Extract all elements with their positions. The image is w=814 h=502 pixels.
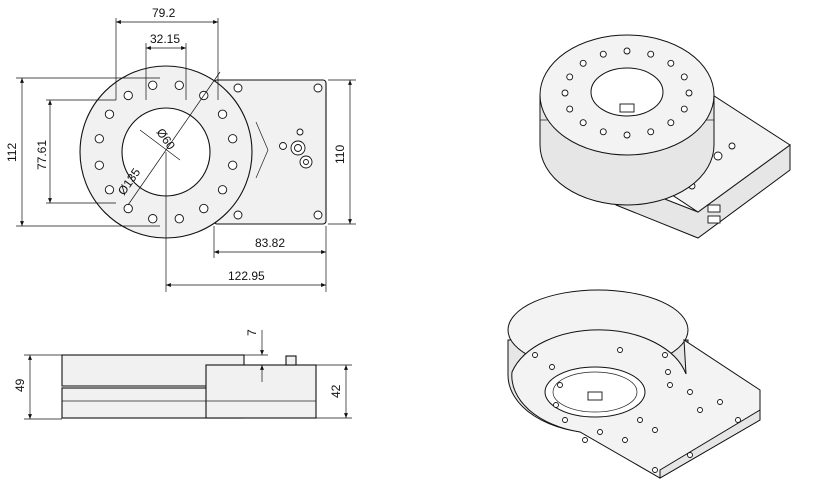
- ring-hole: [599, 128, 607, 136]
- ring-hole: [647, 128, 655, 136]
- ring-hole: [217, 109, 228, 119]
- plate-hole: [697, 407, 703, 413]
- ring-hole: [104, 185, 115, 195]
- plate-hole: [652, 467, 658, 473]
- ring-hole: [579, 59, 587, 67]
- plate-hole: [665, 369, 671, 375]
- ring-hole: [148, 80, 158, 90]
- ring-hole: [685, 89, 693, 97]
- top-view-bracket: [255, 121, 269, 179]
- ring-hole: [94, 134, 104, 144]
- dim-122-95: 122.95: [228, 269, 265, 283]
- ring-hole: [199, 203, 209, 214]
- ring-hole: [123, 90, 133, 101]
- plate-hole: [687, 389, 693, 395]
- ring-hole: [623, 47, 631, 55]
- ring-hole: [104, 109, 115, 119]
- side-view-box: [205, 364, 317, 419]
- ring-hole: [623, 131, 631, 139]
- ring-hole: [174, 80, 184, 90]
- ring-hole: [561, 89, 569, 97]
- dim-32-15: 32.15: [150, 32, 180, 46]
- dim-42: 42: [329, 384, 343, 398]
- plate-hole: [717, 399, 723, 405]
- ring-hole: [123, 203, 133, 214]
- iso-bottom-holes: [532, 347, 741, 473]
- plate-hole: [735, 417, 741, 423]
- ring-hole: [217, 185, 228, 195]
- ring-hole: [228, 134, 238, 144]
- dim-49: 49: [13, 378, 27, 392]
- plate-hole: [557, 382, 563, 388]
- ring-hole: [667, 59, 675, 67]
- plate-hole: [582, 437, 588, 443]
- ring-hole: [667, 119, 675, 127]
- ring-hole: [680, 105, 688, 113]
- plate-hole: [622, 437, 628, 443]
- top-view-box-holes: [233, 83, 323, 220]
- dim-79-2: 79.2: [152, 6, 176, 20]
- ring-hole: [148, 214, 158, 224]
- ring-hole: [174, 214, 184, 224]
- ring-hole: [566, 73, 574, 81]
- dim-7: 7: [245, 329, 259, 336]
- ring-hole: [228, 160, 238, 170]
- side-view: 49 7 42: [13, 329, 352, 420]
- iso-view-bottom: [507, 289, 761, 479]
- ring-hole: [94, 160, 104, 170]
- plate-hole: [553, 402, 559, 408]
- top-view-ring-holes: [94, 80, 238, 224]
- plate-hole: [667, 382, 673, 388]
- dim-110: 110: [333, 145, 347, 164]
- dim-112: 112: [5, 143, 19, 162]
- plate-hole: [617, 347, 623, 353]
- ring-hole: [579, 119, 587, 127]
- ring-hole: [599, 50, 607, 58]
- side-view-pin: [285, 355, 297, 366]
- ring-hole: [647, 50, 655, 58]
- plate-hole: [597, 429, 603, 435]
- plate-hole: [652, 427, 658, 433]
- plate-hole: [662, 352, 668, 358]
- ring-hole: [680, 73, 688, 81]
- iso-top-holes: [561, 47, 693, 139]
- plate-hole: [532, 352, 538, 358]
- top-view: 79.2 32.15 112 77.61 Ø60 Ø135 110 83.82: [5, 6, 356, 292]
- iso-view-top: [539, 34, 791, 239]
- dim-77-61: 77.61: [35, 140, 49, 170]
- plate-hole: [687, 452, 693, 458]
- dim-83-82: 83.82: [255, 236, 285, 250]
- plate-hole: [562, 417, 568, 423]
- ring-hole: [566, 105, 574, 113]
- plate-hole: [637, 417, 643, 423]
- plate-hole: [549, 364, 555, 370]
